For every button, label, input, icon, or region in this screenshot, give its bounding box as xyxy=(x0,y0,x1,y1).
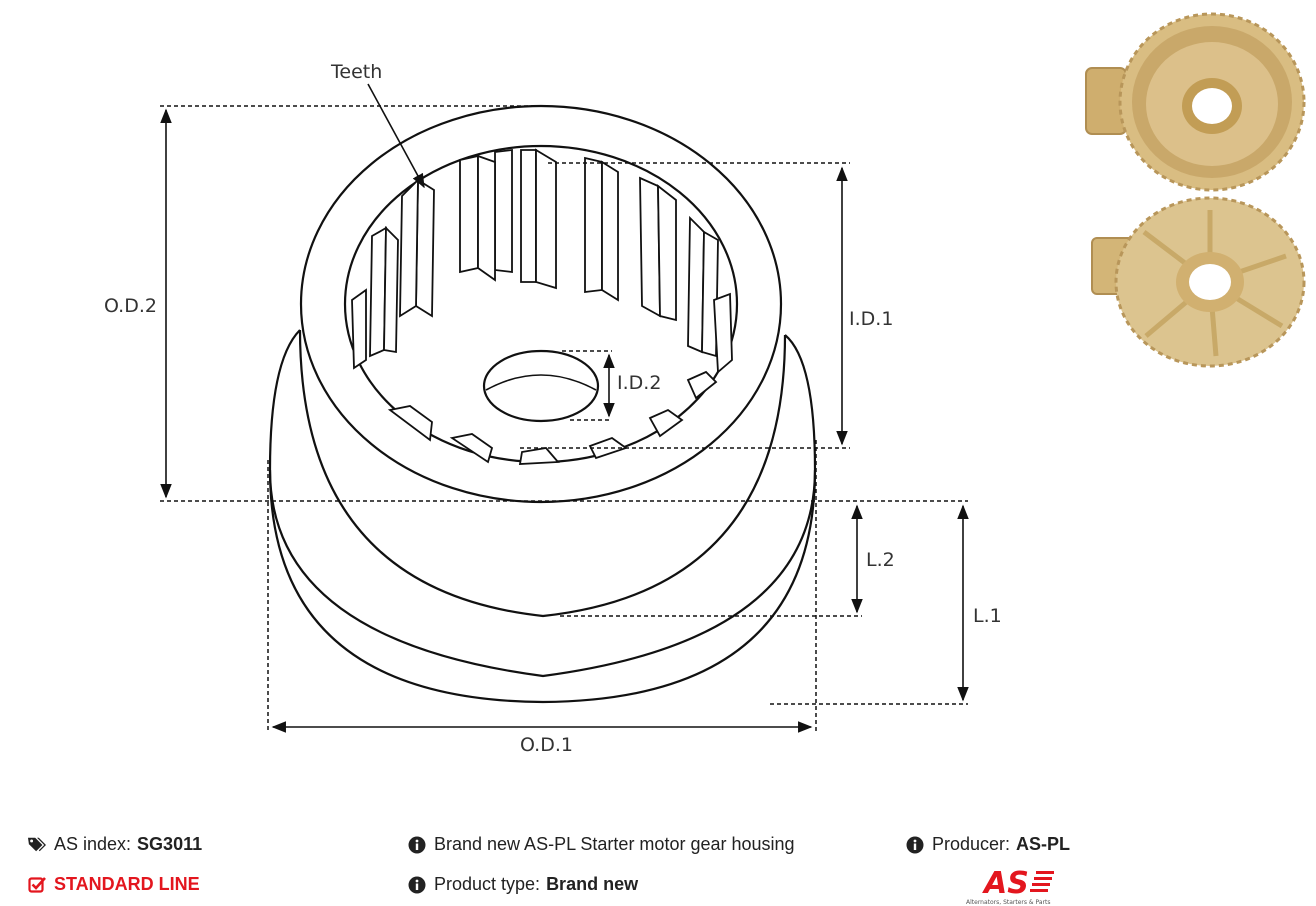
label-l2: L.2 xyxy=(866,549,895,571)
svg-text:Alternators, Starters & Parts: Alternators, Starters & Parts xyxy=(966,899,1051,906)
product-photo-top xyxy=(1085,12,1306,192)
product-photo-bottom xyxy=(1091,196,1306,368)
label-id1: I.D.1 xyxy=(849,308,893,330)
description-text: Brand new AS-PL Starter motor gear housi… xyxy=(434,834,795,854)
info-icon xyxy=(906,836,924,854)
label-teeth: Teeth xyxy=(330,61,382,83)
product-type-value: Brand new xyxy=(546,874,639,894)
label-id2: I.D.2 xyxy=(617,372,661,394)
product-type: Product type: Brand new xyxy=(408,874,638,895)
as-index-label: AS index: xyxy=(54,834,132,854)
tags-icon xyxy=(28,836,46,854)
dimension-arrows xyxy=(160,83,969,733)
product-description: Brand new AS-PL Starter motor gear housi… xyxy=(408,834,795,855)
info-icon xyxy=(408,876,426,894)
dimension-lines xyxy=(160,105,968,732)
label-od2: O.D.2 xyxy=(104,295,157,317)
gear-teeth xyxy=(351,148,733,465)
label-l1: L.1 xyxy=(973,605,1002,627)
standard-line: STANDARD LINE xyxy=(28,874,200,895)
product-type-label: Product type: xyxy=(434,874,541,894)
producer-label: Producer: xyxy=(932,834,1011,854)
svg-text:AS: AS xyxy=(982,866,1029,901)
check-square-icon xyxy=(28,876,46,894)
label-od1: O.D.1 xyxy=(520,734,573,756)
as-index-value: SG3011 xyxy=(137,834,203,854)
as-logo: AS Alternators, Starters & Parts xyxy=(966,866,1054,906)
as-index: AS index: SG3011 xyxy=(28,834,202,855)
standard-line-label: STANDARD LINE xyxy=(54,874,200,894)
producer-value: AS-PL xyxy=(1016,834,1071,854)
info-icon xyxy=(408,836,426,854)
producer: Producer: AS-PL xyxy=(906,834,1070,855)
